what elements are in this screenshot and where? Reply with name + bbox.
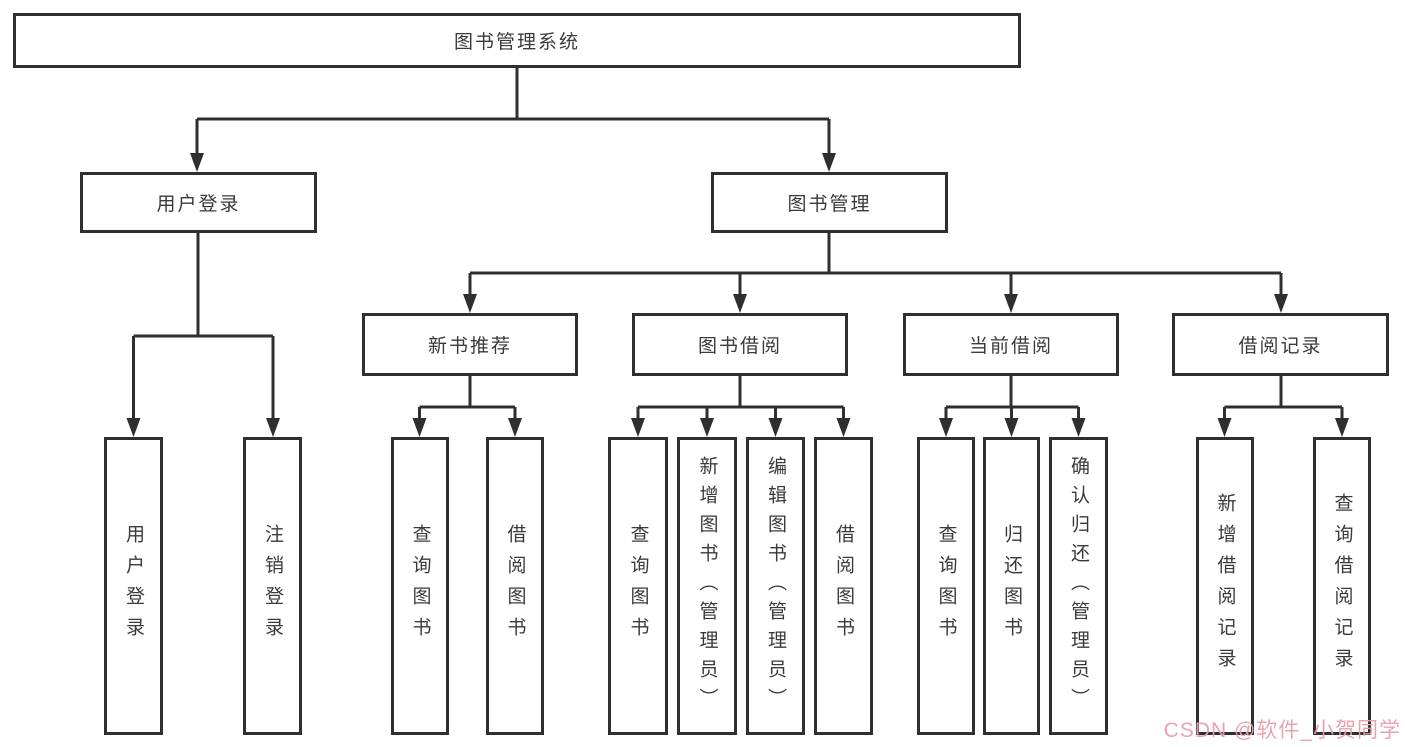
leaf-borrow-books: 借阅图书 bbox=[814, 437, 873, 735]
leaf-query-borrow-record: 查询借阅记录 bbox=[1313, 437, 1371, 735]
leaf-query-books-current: 查询图书 bbox=[917, 437, 975, 735]
leaf-edit-books-admin: 编辑图书（管理员） bbox=[746, 437, 805, 735]
leaf-add-books-admin: 新增图书（管理员） bbox=[677, 437, 737, 735]
node-system-root: 图书管理系统 bbox=[13, 13, 1021, 68]
leaf-user-login: 用户登录 bbox=[104, 437, 163, 735]
node-user-login: 用户登录 bbox=[80, 172, 317, 233]
leaf-query-books-recommend: 查询图书 bbox=[391, 437, 449, 735]
node-borrow-records: 借阅记录 bbox=[1172, 313, 1389, 376]
leaf-logout: 注销登录 bbox=[243, 437, 302, 735]
leaf-borrow-books-recommend: 借阅图书 bbox=[486, 437, 544, 735]
csdn-watermark: CSDN @软件_小贺同学 bbox=[1163, 719, 1401, 742]
leaf-confirm-return-admin: 确认归还（管理员） bbox=[1049, 437, 1108, 735]
node-new-book-recommend: 新书推荐 bbox=[362, 313, 578, 376]
leaf-query-books-borrow: 查询图书 bbox=[608, 437, 668, 735]
node-book-borrow: 图书借阅 bbox=[632, 313, 848, 376]
node-book-management: 图书管理 bbox=[711, 172, 948, 233]
leaf-add-borrow-record: 新增借阅记录 bbox=[1196, 437, 1254, 735]
node-current-borrow: 当前借阅 bbox=[903, 313, 1119, 376]
leaf-return-books: 归还图书 bbox=[983, 437, 1040, 735]
